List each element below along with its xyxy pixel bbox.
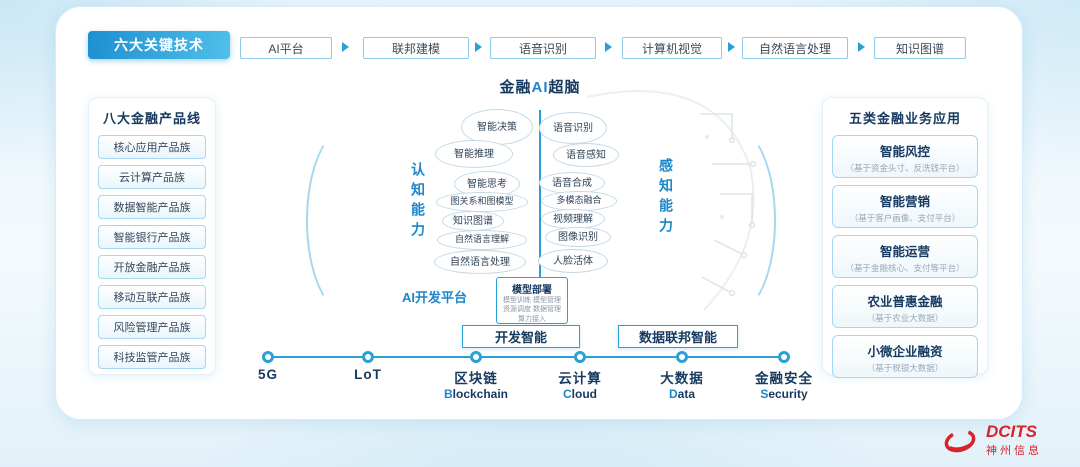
timeline-node: [574, 351, 586, 363]
product-line-item: 核心应用产品族: [98, 135, 206, 159]
business-app-item: 智能运营 （基于金融核心、支付等平台）: [832, 235, 978, 278]
model-deploy-line: 模型训练 模型管理: [503, 297, 561, 304]
product-line-item: 智能银行产品族: [98, 225, 206, 249]
right-paren-decoration: [696, 128, 776, 313]
timeline-node: [778, 351, 790, 363]
timeline-en: Data: [668, 387, 695, 401]
perception-capability-label: 感知能力: [658, 158, 674, 238]
timeline-node: [470, 351, 482, 363]
capability-bubble: 智能推理: [435, 140, 513, 168]
dcits-logo: DCITS 神州信息: [942, 423, 1042, 458]
business-apps-panel: 五类金融业务应用 智能风控 （基于资金头寸、反洗钱平台） 智能营销 （基于客户画…: [822, 97, 988, 378]
dcits-logo-icon: [944, 429, 976, 452]
capability-bubble: 多模态融合: [541, 191, 617, 211]
capability-bubble: 语音识别: [539, 112, 607, 144]
brain-title-accent: AI: [531, 79, 549, 96]
timeline-en: Security: [760, 387, 808, 401]
product-line-item: 数据智能产品族: [98, 195, 206, 219]
timeline-node: [262, 351, 274, 363]
business-app-subtitle: （基于资金头寸、反洗钱平台）: [845, 163, 965, 173]
business-app-title: 小微企业融资: [867, 345, 943, 359]
timeline-en: Blockchain: [443, 387, 509, 401]
product-line-item: 科技监管产品族: [98, 345, 206, 369]
timeline-zh: 云计算: [558, 371, 602, 386]
brand-name: DCITS: [986, 422, 1037, 441]
arrow-right-icon: [728, 42, 735, 52]
tech-box-federated-modeling: 联邦建模: [363, 37, 469, 59]
product-lines-panel: 八大金融产品线 核心应用产品族 云计算产品族 数据智能产品族 智能银行产品族 开…: [88, 97, 216, 375]
brain-title-prefix: 金融: [499, 79, 532, 96]
timeline-zh: 大数据: [660, 371, 704, 386]
timeline-label-lot: LoT: [313, 367, 423, 382]
model-deploy-line: 算力接入: [518, 315, 546, 323]
timeline-label-blockchain: 区块链 Blockchain: [421, 367, 531, 401]
dev-intelligence-box: 开发智能: [462, 325, 580, 348]
timeline-zh: 区块链: [454, 371, 498, 386]
arrow-right-icon: [605, 42, 612, 52]
tech-box-nlp: 自然语言处理: [742, 37, 848, 59]
business-app-item: 智能风控 （基于资金头寸、反洗钱平台）: [832, 135, 978, 178]
timeline-en: Cloud: [563, 387, 597, 401]
timeline-label-cloud: 云计算 Cloud: [525, 367, 635, 401]
capability-bubble: 图关系和图模型: [436, 192, 528, 212]
data-federation-box: 数据联邦智能: [618, 325, 738, 348]
brain-divider-line: [539, 110, 541, 278]
cognitive-capability-label: 认知能力: [410, 162, 426, 242]
model-deploy-title: 模型部署: [512, 285, 552, 296]
capability-bubble: 语音感知: [553, 143, 619, 167]
capability-bubble: 知识图谱: [442, 211, 504, 231]
tech-box-ai-platform: AI平台: [240, 37, 332, 59]
business-app-title: 智能风控: [879, 145, 930, 159]
business-app-subtitle: （基于客户画像、支付平台）: [849, 213, 961, 223]
model-deploy-box: 模型部署 模型训练 模型管理 资源调度 数据管理 算力接入: [496, 277, 568, 324]
tech-box-speech-recognition: 语音识别: [490, 37, 596, 59]
timeline-label-security: 金融安全 Security: [729, 367, 839, 401]
timeline-zh: LoT: [354, 367, 382, 382]
product-line-item: 风险管理产品族: [98, 315, 206, 339]
business-app-subtitle: （基于金融核心、支付等平台）: [845, 263, 965, 273]
timeline-node: [676, 351, 688, 363]
arrow-right-icon: [475, 42, 482, 52]
brain-title: 金融AI超脑: [455, 76, 625, 97]
capability-bubble: 自然语言理解: [437, 230, 527, 250]
arrow-right-icon: [342, 42, 349, 52]
six-key-tech-button: 六大关键技术: [88, 31, 230, 59]
capability-bubble: 图像识别: [545, 227, 611, 247]
business-app-item: 农业普惠金融 （基于农业大数据）: [832, 285, 978, 328]
brain-title-suffix: 超脑: [548, 79, 581, 96]
left-paren-decoration: [306, 128, 386, 313]
ai-dev-platform-label: AI开发平台: [402, 290, 468, 305]
model-deploy-line: 资源调度 数据管理: [503, 306, 561, 314]
product-lines-title: 八大金融产品线: [102, 111, 201, 126]
business-app-title: 智能运营: [879, 245, 930, 259]
company-name: 神州信息: [986, 445, 1042, 457]
product-line-item: 云计算产品族: [98, 165, 206, 189]
capability-bubble: 视频理解: [541, 209, 605, 229]
arrow-right-icon: [858, 42, 865, 52]
business-apps-title: 五类金融业务应用: [848, 111, 961, 126]
business-app-title: 智能营销: [879, 195, 930, 209]
product-line-item: 开放金融产品族: [98, 255, 206, 279]
tech-box-computer-vision: 计算机视觉: [622, 37, 722, 59]
business-app-title: 农业普惠金融: [867, 295, 943, 309]
timeline-label-bigdata: 大数据 Data: [627, 367, 737, 401]
timeline-zh: 金融安全: [755, 371, 813, 386]
capability-bubble: 人脸活体: [538, 249, 608, 273]
business-app-item: 小微企业融资 （基于税银大数据）: [832, 335, 978, 378]
business-app-item: 智能营销 （基于客户画像、支付平台）: [832, 185, 978, 228]
tech-box-knowledge-graph: 知识图谱: [874, 37, 966, 59]
product-line-item: 移动互联产品族: [98, 285, 206, 309]
timeline-zh: 5G: [257, 367, 278, 382]
business-app-subtitle: （基于税银大数据）: [866, 363, 944, 373]
timeline-label-5g: 5G: [213, 367, 323, 382]
timeline-line: [268, 356, 784, 358]
timeline-node: [362, 351, 374, 363]
business-app-subtitle: （基于农业大数据）: [866, 313, 944, 323]
capability-bubble: 自然语言处理: [434, 250, 526, 274]
